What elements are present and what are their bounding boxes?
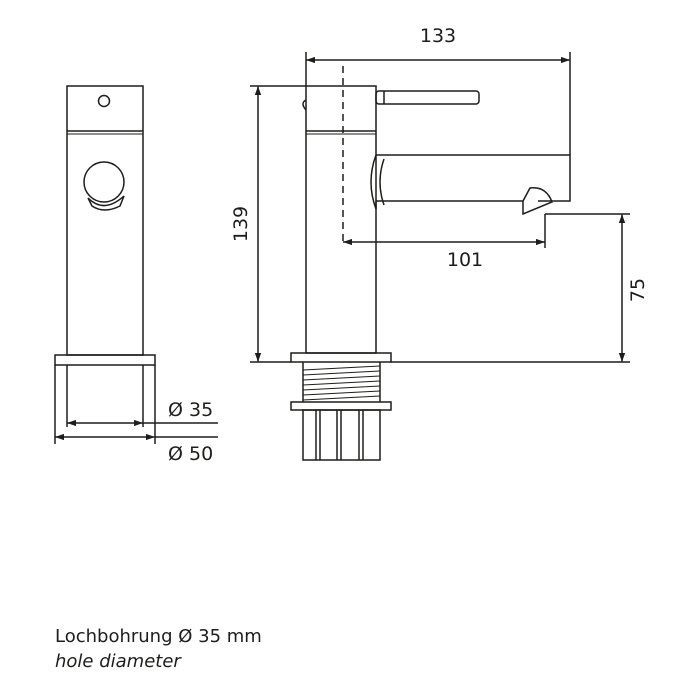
dim-label-spout-height: 75 <box>627 278 649 302</box>
threaded-shank <box>302 362 381 402</box>
spout <box>370 154 571 210</box>
dim-label-height: 139 <box>230 206 252 242</box>
fixing-bracket <box>302 409 381 461</box>
side-spout-tip <box>87 195 125 211</box>
side-view <box>54 85 156 444</box>
dim-label-inner-diameter: Ø 35 <box>168 399 213 421</box>
base-flange <box>290 352 392 363</box>
faucet-body <box>305 85 377 354</box>
hole-diameter-note: Lochbohrung Ø 35 mm <box>55 626 262 647</box>
aerator <box>522 187 553 216</box>
mounting-nut <box>290 401 392 411</box>
dim-label-base-diameter: Ø 50 <box>168 443 213 465</box>
faucet-front-view <box>290 85 571 461</box>
side-body-outline <box>66 85 144 356</box>
side-base-plate <box>54 354 156 366</box>
dim-label-spout-reach: 101 <box>447 249 483 271</box>
lever-handle <box>375 90 480 105</box>
hole-diameter-note-english: hole diameter <box>55 651 181 672</box>
side-lever-knob <box>83 161 125 203</box>
side-vent-hole <box>97 94 111 108</box>
dim-label-overall-length: 133 <box>420 25 456 47</box>
